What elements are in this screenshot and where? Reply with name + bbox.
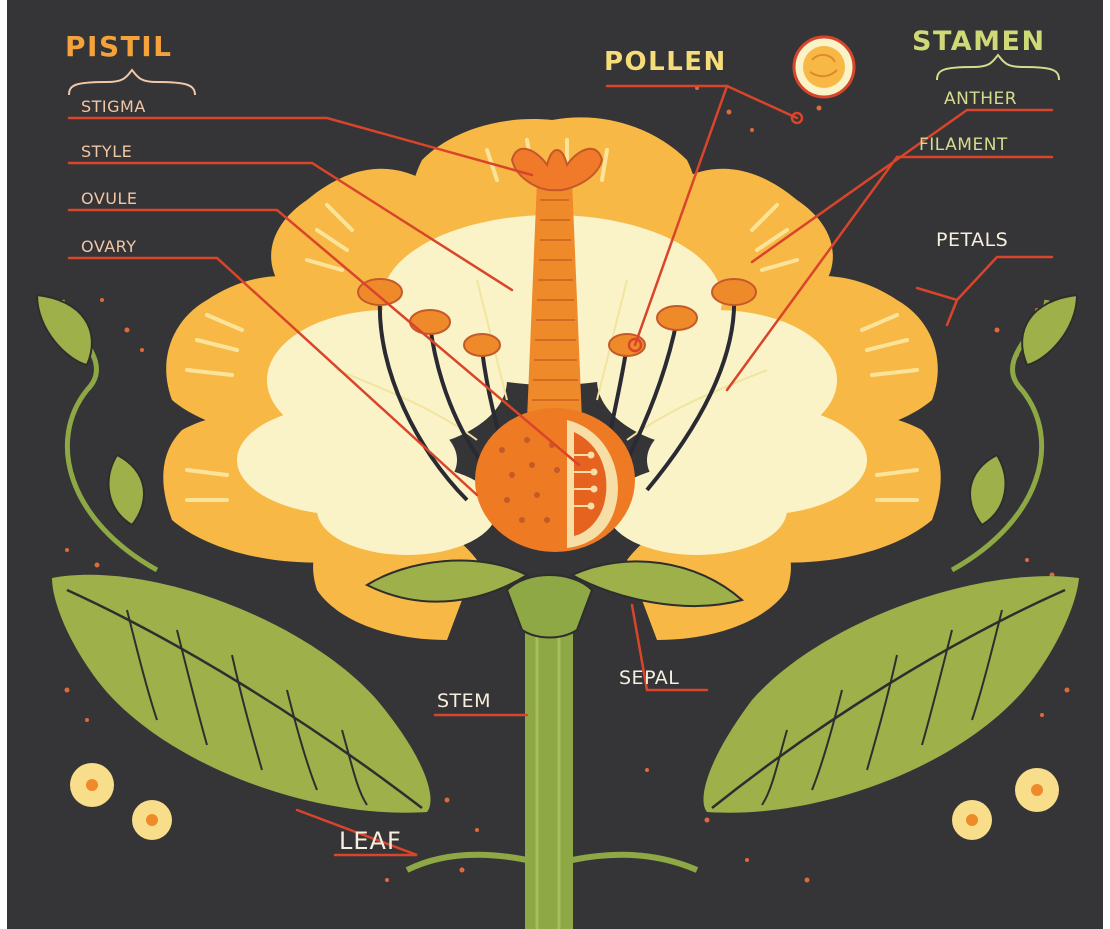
label-filament: FILAMENT	[919, 135, 1008, 155]
label-leaf: LEAF	[339, 827, 402, 855]
label-stamen: STAMEN	[912, 26, 1046, 57]
label-pistil: PISTIL	[65, 30, 172, 63]
label-pollen: POLLEN	[604, 47, 727, 77]
label-stem: STEM	[437, 690, 491, 712]
small-flowers-right	[952, 768, 1059, 840]
stamen-brace	[937, 55, 1059, 80]
label-style: STYLE	[81, 142, 132, 161]
left-vine-leaf-mid	[109, 455, 144, 525]
label-stigma: STIGMA	[81, 97, 146, 116]
left-vine-leaf-top	[37, 295, 92, 365]
pollen-inset	[794, 37, 854, 97]
right-vine-leaf-top	[1022, 295, 1077, 365]
label-sepal: SEPAL	[619, 667, 679, 689]
small-flowers-left	[70, 763, 172, 840]
label-underline-braces	[69, 70, 195, 95]
flower-anatomy-poster: PISTIL STIGMA STYLE OVULE OVARY POLLEN S…	[7, 0, 1103, 929]
stem	[407, 590, 697, 929]
label-anther: ANTHER	[944, 89, 1017, 109]
label-petals: PETALS	[936, 229, 1008, 251]
right-vine-leaf-mid	[970, 455, 1005, 525]
label-ovary: OVARY	[81, 237, 137, 256]
label-ovule: OVULE	[81, 189, 138, 208]
